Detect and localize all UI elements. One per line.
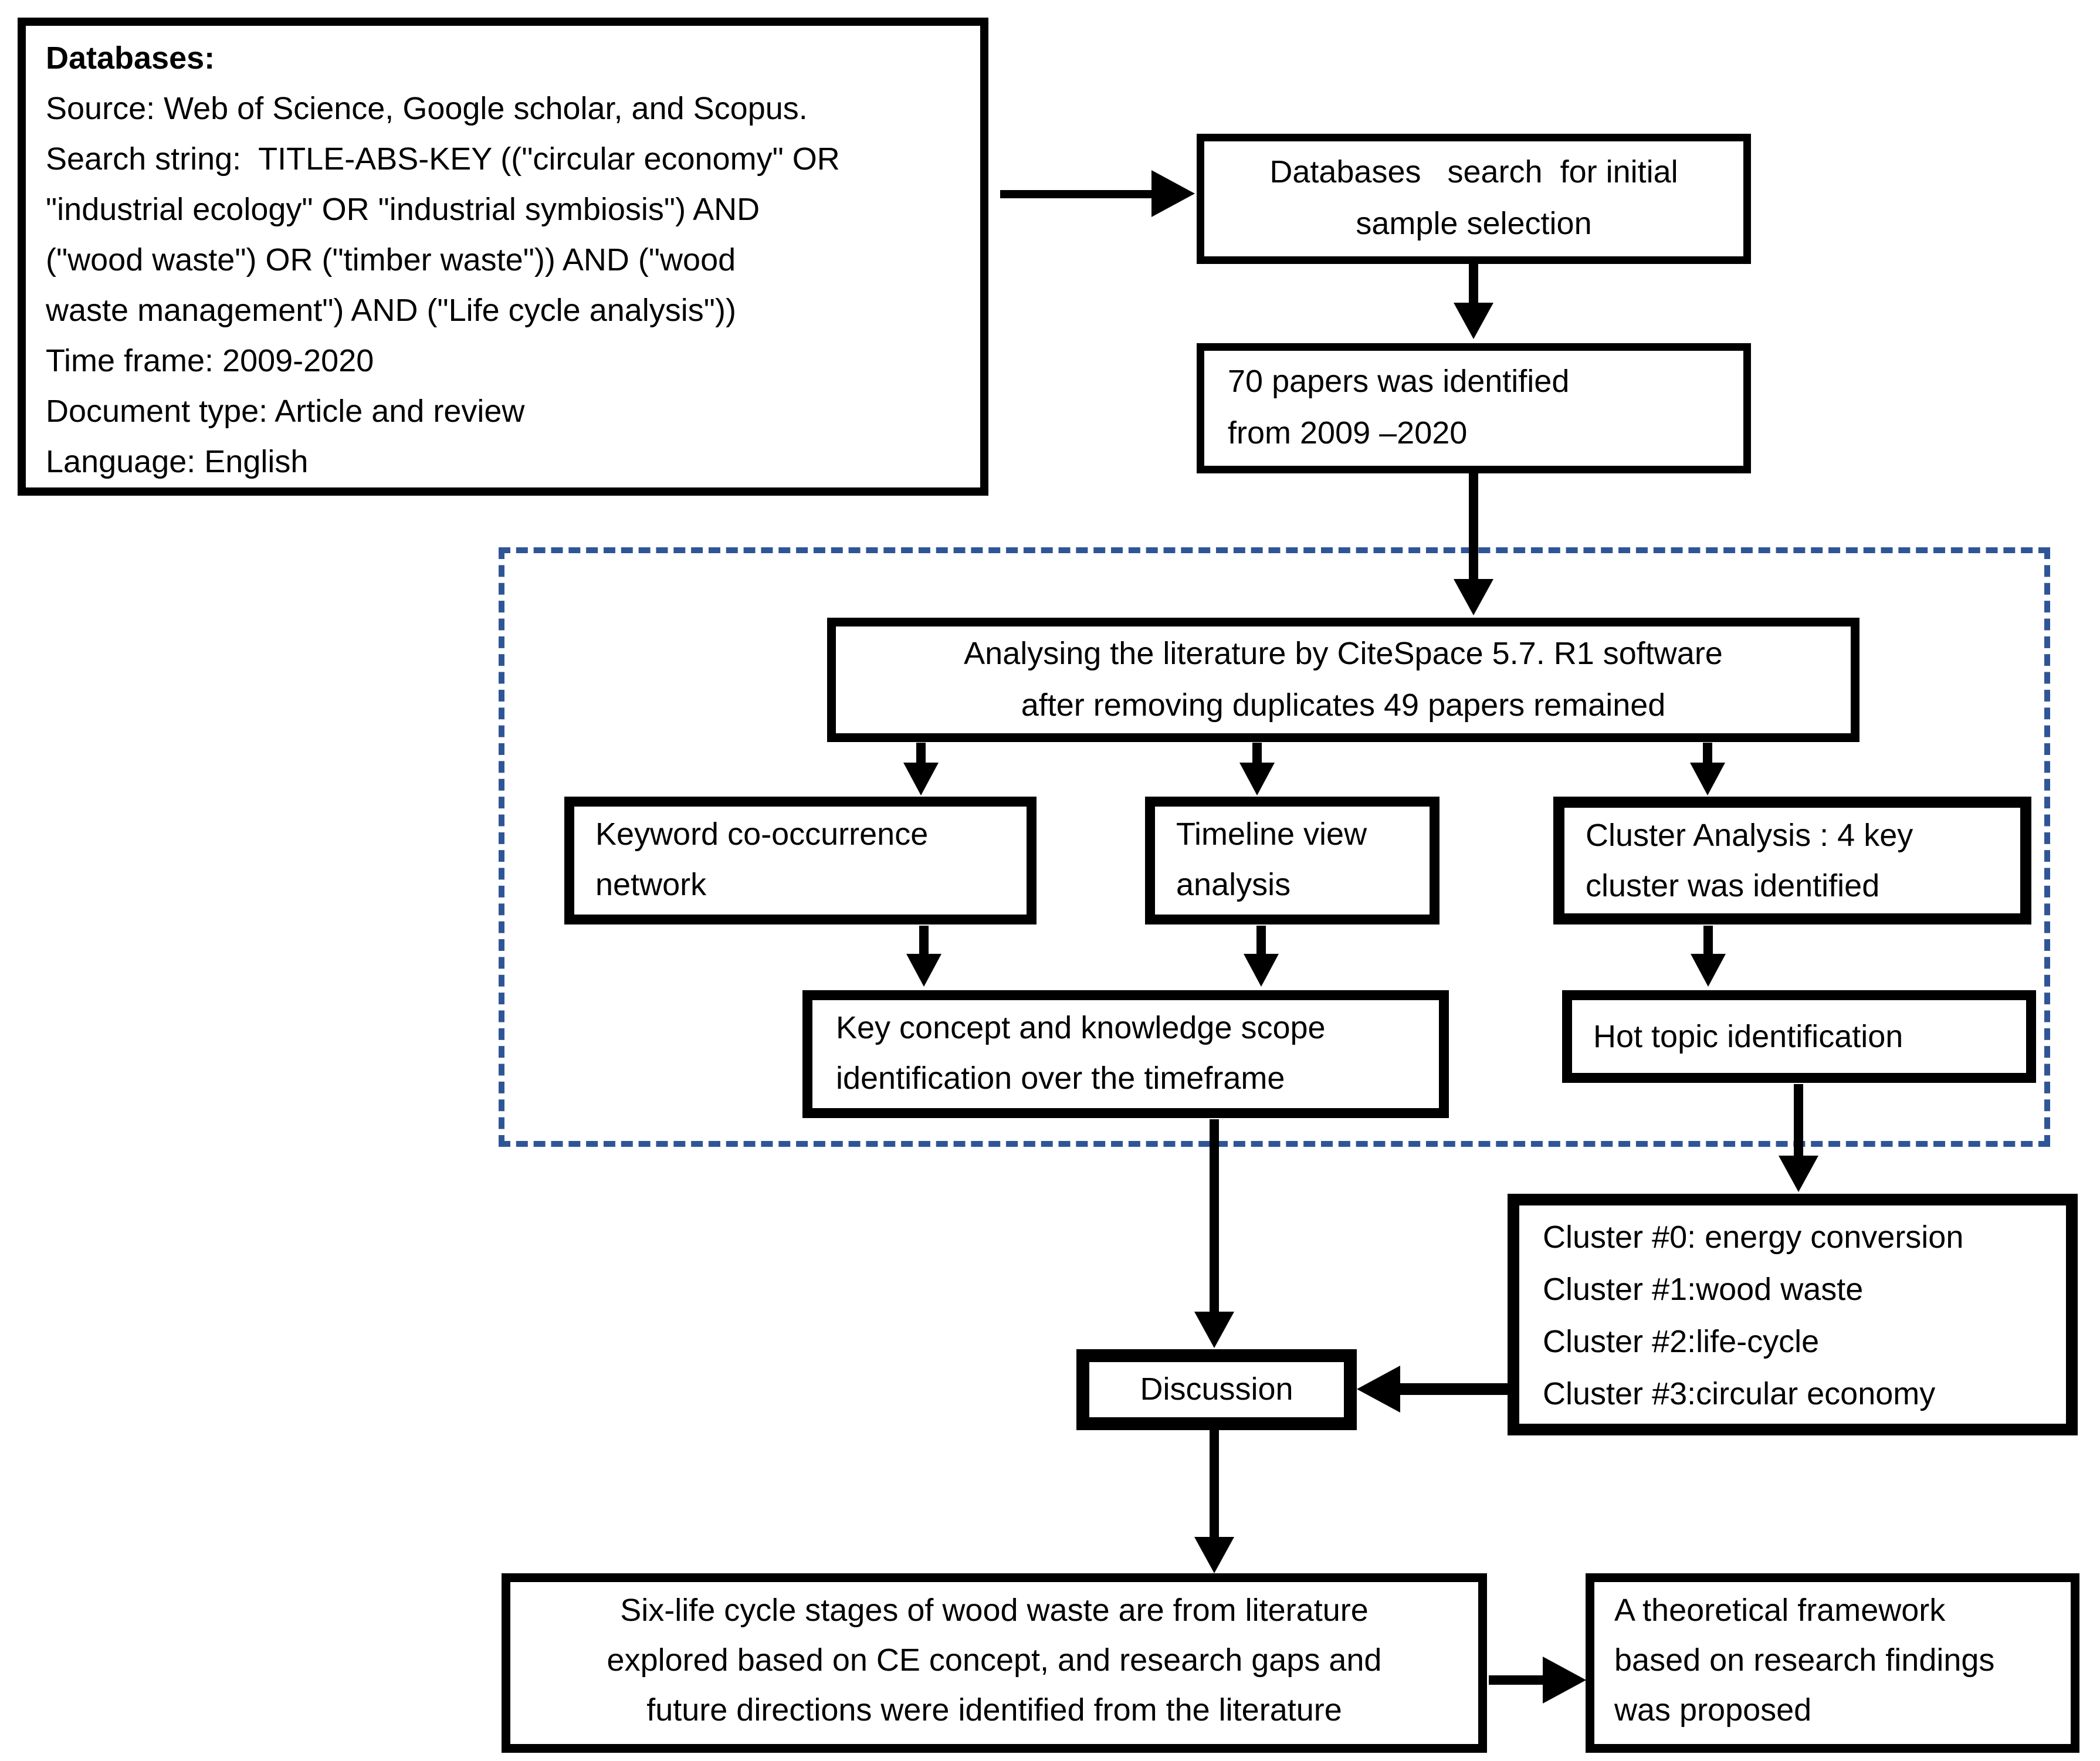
box-theoretical-framework: A theoretical framework based on researc… [1586,1573,2079,1753]
discussion-line: Discussion [1140,1371,1293,1407]
box-database-search: Databases search for initial sample sele… [1197,134,1751,264]
criteria-line: ("wood waste") OR ("timber waste")) AND … [46,242,736,277]
citespace-analysis-group-outline [499,547,2050,1147]
box-cluster-analysis: Cluster Analysis : 4 key cluster was ide… [1553,797,2031,924]
box-keyword-network: Keyword co-occurrence network [564,797,1037,924]
papers-identified-line: 70 papers was identified [1228,364,1570,399]
box-discussion: Discussion [1076,1349,1357,1430]
criteria-line: waste management") AND ("Life cycle anal… [46,293,736,328]
criteria-line: Time frame: 2009-2020 [46,343,374,378]
box-hot-topic: Hot topic identification [1562,990,2036,1083]
timeline-view-line: Timeline view [1176,817,1367,852]
box-cluster-list: Cluster #0: energy conversion Cluster #1… [1508,1194,2078,1435]
six-life-line: future directions were identified from t… [646,1692,1342,1728]
citespace-line: Analysing the literature by CiteSpace 5.… [964,636,1723,671]
citespace-line: after removing duplicates 49 papers rema… [1021,688,1666,723]
papers-identified-line: from 2009 –2020 [1228,415,1468,451]
framework-line: based on research findings [1614,1643,1995,1678]
box-timeline-view: Timeline view analysis [1145,797,1439,924]
box-papers-identified: 70 papers was identified from 2009 –2020 [1197,343,1751,473]
framework-line: A theoretical framework [1614,1593,1946,1628]
key-concept-line: identification over the timeframe [836,1061,1285,1096]
box-six-life-stages: Six-life cycle stages of wood waste are … [502,1573,1487,1753]
box-key-concept: Key concept and knowledge scope identifi… [802,990,1449,1118]
criteria-line: Search string: TITLE-ABS-KEY (("circular… [46,141,840,177]
framework-line: was proposed [1614,1692,1812,1728]
criteria-line: Language: English [46,444,309,479]
cluster-list-item: Cluster #1:wood waste [1543,1272,1864,1307]
cluster-analysis-line: cluster was identified [1586,868,1880,903]
criteria-line: Source: Web of Science, Google scholar, … [46,91,808,126]
box-citespace-analysis: Analysing the literature by CiteSpace 5.… [827,618,1859,742]
hot-topic-line: Hot topic identification [1593,1019,1903,1054]
cluster-list-item: Cluster #0: energy conversion [1543,1220,1964,1255]
cluster-analysis-line: Cluster Analysis : 4 key [1586,818,1913,853]
criteria-title: Databases: [46,40,215,76]
cluster-list-item: Cluster #3:circular economy [1543,1376,1936,1411]
key-concept-line: Key concept and knowledge scope [836,1010,1326,1045]
keyword-network-line: Keyword co-occurrence [595,817,929,852]
keyword-network-line: network [595,867,707,902]
cluster-list-item: Cluster #2:life-cycle [1543,1324,1820,1359]
timeline-view-line: analysis [1176,867,1291,902]
box-search-criteria: Databases: Source: Web of Science, Googl… [18,18,988,496]
criteria-line: "industrial ecology" OR "industrial symb… [46,192,760,227]
criteria-line: Document type: Article and review [46,394,525,429]
six-life-line: explored based on CE concept, and resear… [607,1643,1382,1678]
six-life-line: Six-life cycle stages of wood waste are … [620,1593,1369,1628]
database-search-line: Databases search for initial [1269,154,1678,189]
database-search-line: sample selection [1356,206,1592,241]
